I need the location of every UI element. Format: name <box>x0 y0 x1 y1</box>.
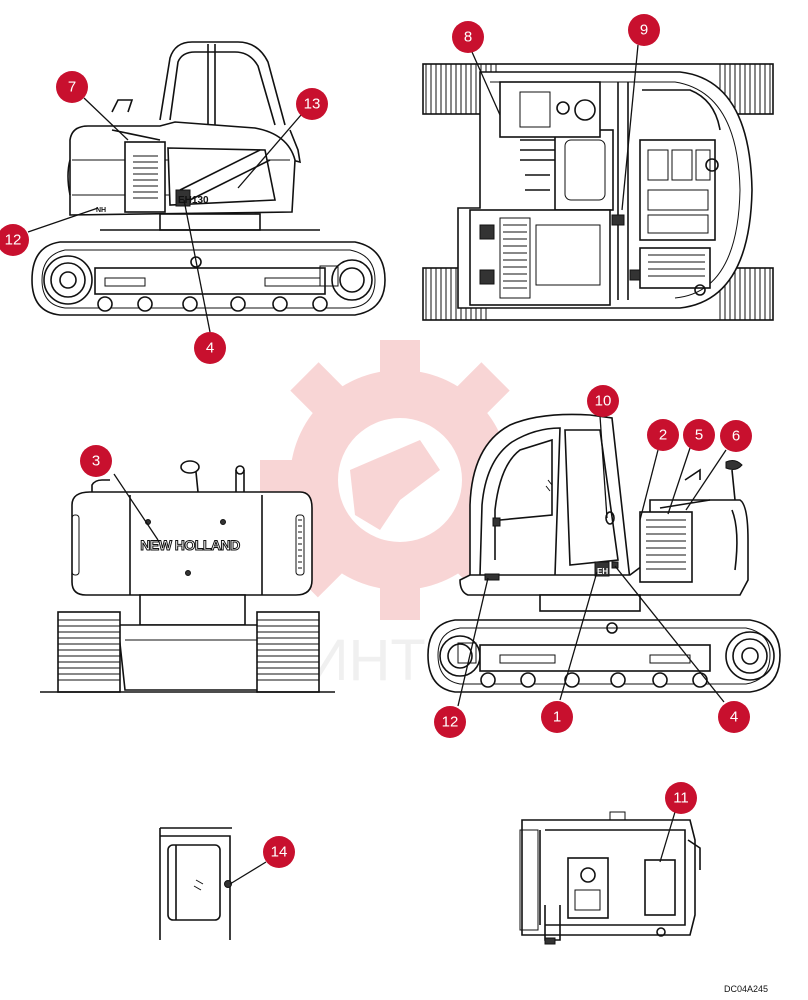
right-side-view: EH <box>427 413 781 693</box>
model-decal-left: EH130 <box>178 195 209 206</box>
top-view <box>422 63 774 321</box>
brand-decal-rear: NEW HOLLAND <box>140 537 240 553</box>
svg-text:11: 11 <box>673 790 689 807</box>
cab-door-detail <box>159 827 232 940</box>
callout-13: 13 <box>296 88 328 120</box>
svg-text:5: 5 <box>695 427 703 444</box>
svg-text:10: 10 <box>595 393 612 410</box>
svg-text:3: 3 <box>92 453 100 470</box>
svg-text:7: 7 <box>68 79 76 96</box>
callout-10: 10 <box>587 385 619 417</box>
svg-text:9: 9 <box>640 22 648 39</box>
callout-8: 8 <box>452 21 484 53</box>
left-side-view: EH130 NH <box>31 41 386 316</box>
svg-text:1: 1 <box>553 709 561 726</box>
model-decal-right: EH <box>597 567 608 576</box>
callout-11: 11 <box>665 782 697 814</box>
svg-text:2: 2 <box>659 427 667 444</box>
svg-text:4: 4 <box>206 340 214 357</box>
callout-3: 3 <box>80 445 112 477</box>
svg-text:13: 13 <box>304 96 321 113</box>
rear-view: NEW HOLLAND <box>40 460 335 693</box>
callout-7: 7 <box>56 71 88 103</box>
leader-lines <box>27 44 727 885</box>
callout-4-left: 4 <box>194 332 226 364</box>
svg-text:12: 12 <box>442 714 459 731</box>
callout-9: 9 <box>628 14 660 46</box>
drawing-code: DC04A245 <box>723 984 768 994</box>
callout-12-left: 12 <box>0 224 29 256</box>
callouts: 7 13 12 4 8 9 3 10 2 5 6 12 1 4 11 14 <box>0 14 752 868</box>
callout-2: 2 <box>647 419 679 451</box>
svg-text:4: 4 <box>730 709 738 726</box>
callout-14: 14 <box>263 836 295 868</box>
svg-text:8: 8 <box>464 29 472 46</box>
callout-12-right: 12 <box>434 706 466 738</box>
callout-1: 1 <box>541 701 573 733</box>
callout-4-right: 4 <box>718 701 750 733</box>
svg-text:12: 12 <box>5 232 22 249</box>
brand-decal-small-left: NH <box>96 207 106 214</box>
callout-6: 6 <box>720 420 752 452</box>
svg-text:14: 14 <box>271 844 288 861</box>
svg-text:6: 6 <box>732 428 740 445</box>
cab-interior-detail <box>519 811 701 945</box>
callout-5: 5 <box>683 419 715 451</box>
